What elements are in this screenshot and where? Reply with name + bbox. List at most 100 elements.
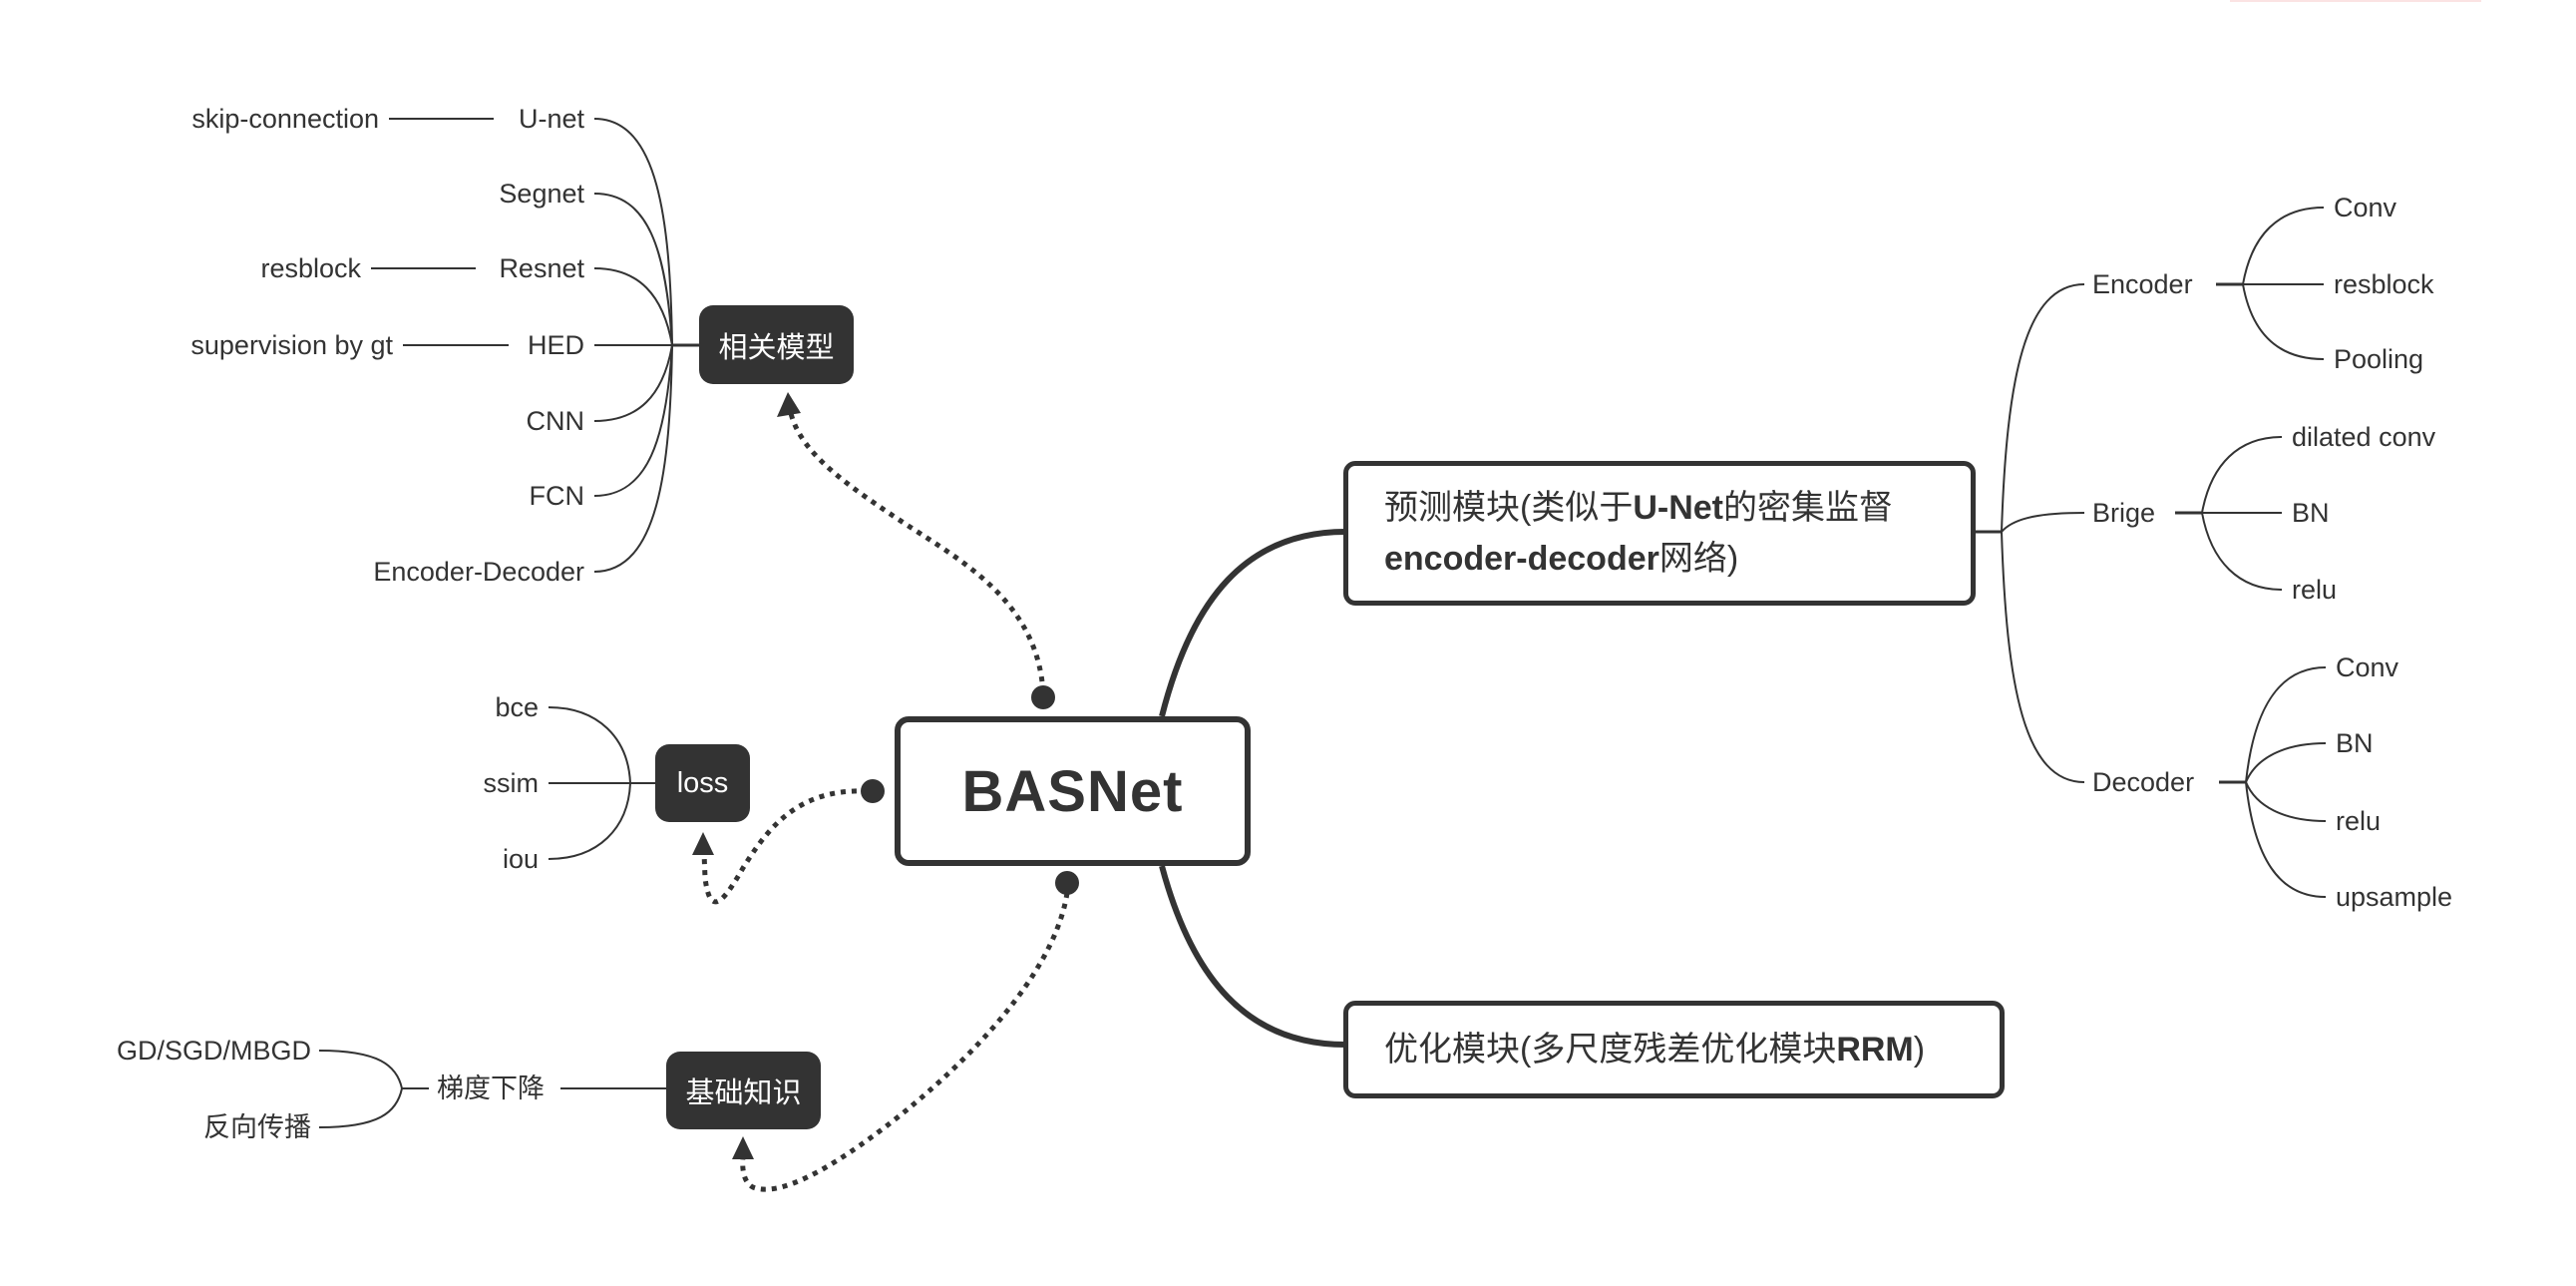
- brige-item-label: dilated conv: [2292, 421, 2436, 452]
- decoder-item-label: relu: [2336, 805, 2382, 836]
- decoder-item[interactable]: relu: [2336, 805, 2382, 836]
- connector-root-refine: [1159, 865, 1346, 1048]
- related-model-label: FCN: [529, 480, 585, 511]
- connector-predict-decoder: [2001, 531, 2085, 783]
- basics-subtopic-label: 梯度下降: [437, 1072, 545, 1103]
- related-model-detail[interactable]: supervision by gt: [100, 329, 393, 360]
- connector-related-fcn: [593, 344, 673, 497]
- loss-item[interactable]: iou: [439, 843, 539, 874]
- subtopic-decoder[interactable]: Decoder: [2092, 766, 2195, 797]
- related-model-item[interactable]: CNN: [399, 405, 585, 436]
- loss-item-label: iou: [502, 843, 539, 874]
- subtopic-encoder[interactable]: Encoder: [2092, 268, 2193, 299]
- related-model-detail-label: supervision by gt: [190, 329, 393, 360]
- related-model-item[interactable]: U-net: [399, 103, 584, 134]
- arrowhead-icon: [732, 1136, 754, 1159]
- related-model-label: CNN: [526, 405, 585, 436]
- floating-topic-basics[interactable]: 基础知识: [666, 1052, 821, 1129]
- connector-decoder-relu: [2245, 781, 2327, 822]
- relationship-loss[interactable]: [692, 779, 885, 905]
- connector-related-resnet: [593, 267, 673, 346]
- connector-related-segnet: [593, 193, 673, 346]
- encoder-item[interactable]: Conv: [2334, 192, 2397, 222]
- arrowhead-icon: [777, 392, 801, 417]
- relationship-start-dot: [861, 779, 885, 803]
- floating-topic-loss-label: loss: [676, 766, 729, 799]
- floating-topic-loss[interactable]: loss: [655, 744, 750, 822]
- gradient-item[interactable]: 反向传播: [60, 1113, 311, 1140]
- main-topic-refinement[interactable]: 优化模块(多尺度残差优化模块RRM): [1343, 1001, 2005, 1098]
- brige-item[interactable]: dilated conv: [2292, 421, 2436, 452]
- central-topic[interactable]: BASNet: [895, 716, 1251, 866]
- decoder-item[interactable]: upsample: [2336, 881, 2453, 912]
- brige-item-label: relu: [2292, 574, 2338, 605]
- decoder-item[interactable]: BN: [2336, 727, 2374, 758]
- gradient-item-label: GD/SGD/MBGD: [116, 1035, 311, 1066]
- top-edge-strip: [2230, 0, 2481, 2]
- brige-item[interactable]: BN: [2292, 497, 2330, 528]
- loss-item[interactable]: ssim: [439, 767, 540, 798]
- encoder-item-label: resblock: [2334, 268, 2434, 299]
- related-model-detail[interactable]: skip-connection: [100, 103, 379, 134]
- related-model-item[interactable]: FCN: [399, 480, 585, 511]
- connector-predict-encoder: [2001, 283, 2085, 533]
- related-model-item[interactable]: Resnet: [399, 252, 584, 283]
- floating-topic-related-models-label: 相关模型: [718, 331, 835, 364]
- floating-topic-related-models[interactable]: 相关模型: [699, 305, 854, 384]
- related-model-label: Segnet: [499, 178, 584, 209]
- connector-encoder-pooling: [2242, 283, 2325, 360]
- brige-item[interactable]: relu: [2292, 574, 2338, 605]
- decoder-item-label: upsample: [2336, 881, 2453, 912]
- relationship-related-models[interactable]: [777, 392, 1055, 709]
- connector-related-unet: [593, 118, 673, 346]
- loss-item[interactable]: bce: [439, 691, 539, 722]
- related-model-label: U-net: [518, 103, 584, 134]
- central-topic-label: BASNet: [961, 758, 1184, 824]
- connector-gradient-gd: [318, 1050, 403, 1089]
- connector-loss-bce: [548, 706, 631, 784]
- floating-topic-basics-label: 基础知识: [685, 1077, 802, 1109]
- connector-decoder-conv: [2245, 666, 2327, 783]
- encoder-item[interactable]: resblock: [2334, 268, 2434, 299]
- arrowhead-icon: [692, 832, 714, 855]
- connector-related-cnn: [593, 344, 673, 422]
- relationship-basics[interactable]: [732, 871, 1079, 1192]
- subtopic-decoder-label: Decoder: [2092, 766, 2195, 797]
- decoder-item-label: Conv: [2336, 651, 2399, 682]
- connector-loss-iou: [548, 782, 631, 860]
- related-model-item[interactable]: HED: [399, 331, 584, 358]
- main-topic-refinement-label: 优化模块(多尺度残差优化模块RRM): [1384, 1030, 1926, 1069]
- gradient-item[interactable]: GD/SGD/MBGD: [60, 1035, 311, 1066]
- subtopic-encoder-label: Encoder: [2092, 268, 2193, 299]
- connector-decoder-upsample: [2245, 781, 2327, 898]
- related-model-detail-label: skip-connection: [191, 103, 379, 134]
- connector-brige-dilated: [2201, 436, 2283, 514]
- related-model-label: Encoder-Decoder: [373, 556, 584, 587]
- basics-subtopic-gradient-descent[interactable]: 梯度下降: [437, 1072, 545, 1103]
- decoder-item[interactable]: Conv: [2336, 651, 2399, 682]
- connector-predict-brige: [2001, 512, 2085, 533]
- loss-item-label: ssim: [483, 767, 540, 798]
- connector-related-encdec: [593, 344, 673, 573]
- decoder-item-label: BN: [2336, 727, 2374, 758]
- connector-root-predict: [1159, 529, 1346, 717]
- related-model-label: Resnet: [499, 252, 584, 283]
- connector-decoder-bn: [2245, 742, 2327, 783]
- encoder-item-label: Pooling: [2334, 343, 2424, 374]
- loss-item-label: bce: [495, 691, 539, 722]
- encoder-item[interactable]: Pooling: [2334, 343, 2424, 374]
- related-model-item[interactable]: Segnet: [399, 178, 584, 209]
- subtopic-brige[interactable]: Brige: [2092, 499, 2155, 526]
- related-model-item[interactable]: Encoder-Decoder: [299, 556, 584, 587]
- related-model-detail[interactable]: resblock: [100, 252, 361, 283]
- connector-encoder-conv: [2242, 207, 2325, 285]
- brige-item-label: BN: [2292, 497, 2330, 528]
- relationship-start-dot: [1031, 685, 1055, 709]
- connector-gradient-bp: [318, 1087, 403, 1128]
- connector-brige-relu: [2201, 512, 2283, 591]
- encoder-item-label: Conv: [2334, 192, 2397, 222]
- related-model-detail-label: resblock: [260, 252, 361, 283]
